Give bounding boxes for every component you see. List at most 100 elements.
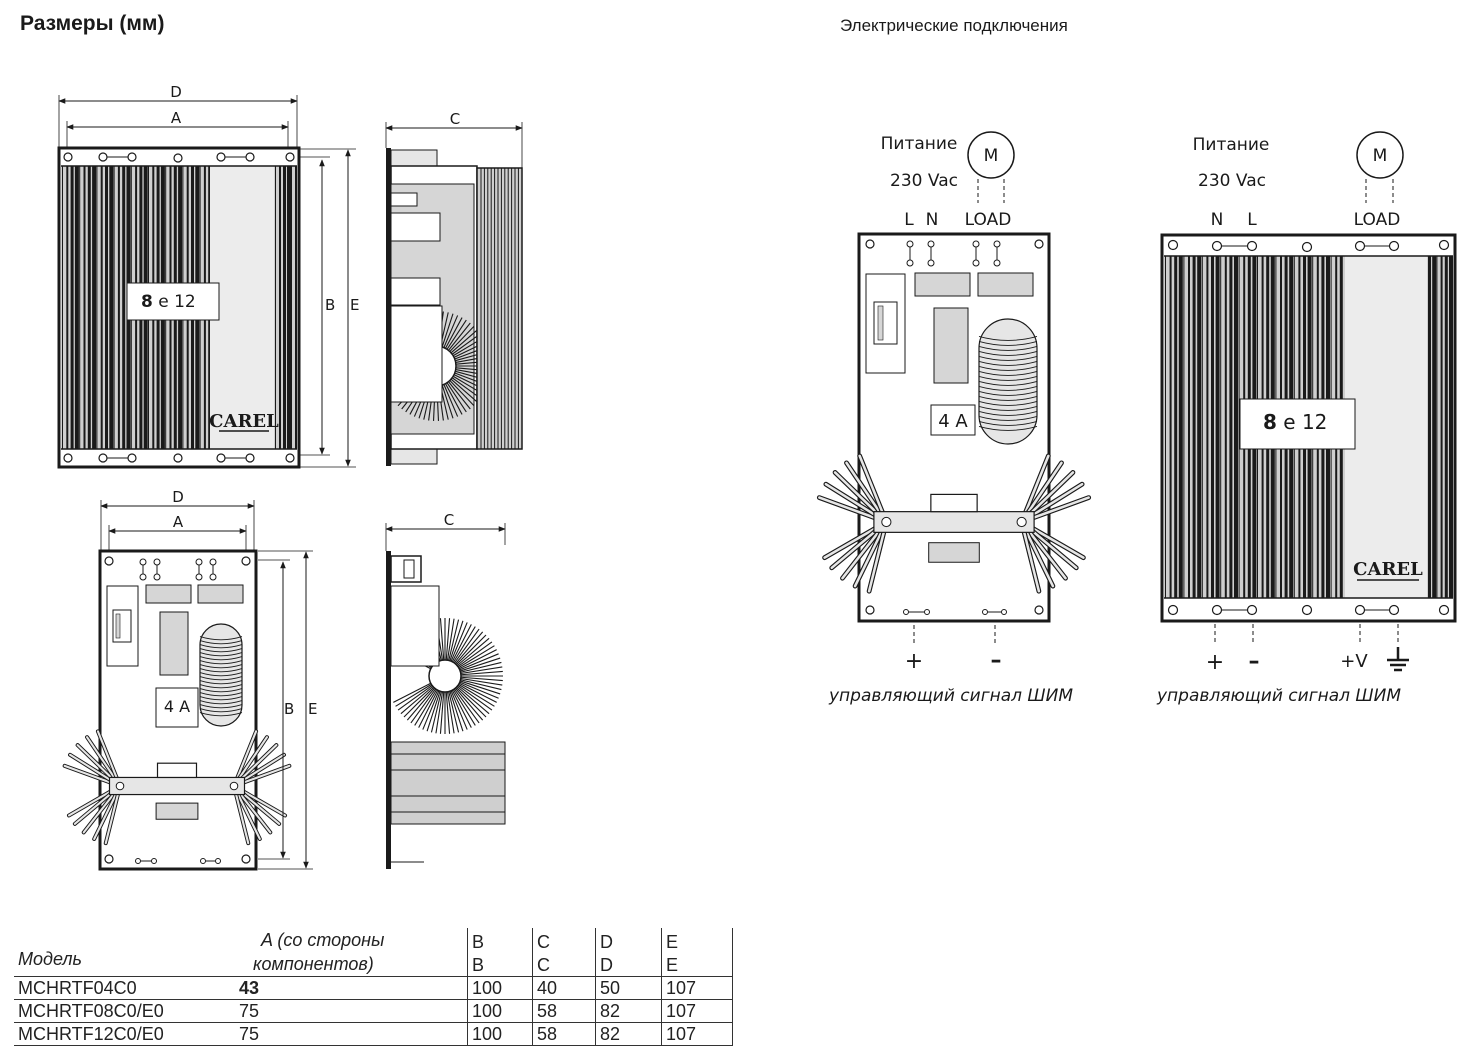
cell-c: 40 [532,976,596,1000]
coil-winding [199,672,243,677]
coil-winding [199,680,243,685]
heatsink-fin [283,166,286,449]
toroid-winding [448,322,471,351]
toroid-winding [450,378,478,403]
heatsink-fin [1188,256,1190,598]
terminal-l: L [904,210,914,230]
coil-winding [199,696,243,701]
heatsink-fin [113,166,115,449]
col-a-header-line2: компонентов) [253,954,374,974]
coil-winding [978,370,1038,376]
toroid-winding [450,690,468,730]
coil-winding [199,660,243,665]
toroid-winding [449,691,464,732]
section-title-electrical: Электрические подключения [840,16,1068,35]
toroid-winding [445,618,451,661]
signal-caption-2: управляющий сигнал ШИМ [1156,686,1401,706]
toroid-winding [453,628,480,664]
coil-winding [978,400,1038,406]
toroid-winding [459,682,497,703]
col-d-header: D [595,928,662,954]
front-view-small: D A 4 A B [62,488,317,871]
coil-winding [199,708,243,713]
col-model-header: Модель [18,949,82,969]
toroid-winding [460,676,503,682]
toroid-winding [448,619,460,661]
signal-caption: управляющий сигнал ШИМ [828,686,1073,706]
toroid-winding [454,631,484,665]
heatsink-fin [1211,256,1214,598]
dim-label-b-small: B [284,700,294,718]
heatsink-fin [295,166,297,449]
heatsink-fin [104,784,122,845]
coil-winding [978,410,1038,416]
toroid-winding [444,383,463,415]
cell-e: 107 [661,976,733,1000]
heatsink-fin [109,166,114,449]
heatsink-fin [1224,256,1227,598]
toroid-winding [451,377,481,399]
dim-label-d-small: D [172,488,184,506]
coil-body [199,623,243,727]
toroid-winding [459,653,499,671]
cell-model: MCHRTF04C0 [14,976,227,1000]
coil-winding [978,345,1038,351]
toroid-winding [446,382,467,413]
carel-logo-2: CAREL [1353,559,1423,580]
heatsink-fin [275,166,276,449]
coil-winding [978,390,1038,396]
col-b-header: B [467,928,533,954]
heatsink-fin [122,166,126,449]
toroid-winding [453,688,480,724]
wiring-diagram-8-12: Питание 230 Vac M N L LOAD 8 e 12 CAREL [1156,131,1457,706]
toroid-winding [454,687,484,721]
wiring-diagram-4a: Питание 230 Vac M L N LOAD 4 [816,131,1092,706]
terminal-l-2: L [1247,210,1257,230]
toroid-winding [441,384,454,419]
heatsink-notch [156,762,198,779]
toroid-winding [435,691,444,734]
heatsink-fin [1440,256,1443,598]
col-e-subheader: E [661,953,733,977]
coil-winding [199,700,243,705]
mount-hole [881,516,892,528]
heatsink-fin [1206,256,1209,598]
heatsink-fin [1020,454,1050,524]
toroid-winding [448,691,460,733]
toroid-winding [455,686,487,718]
toroid-winding [445,691,451,734]
coil-winding [978,350,1038,356]
terminal-n-2: N [1211,210,1224,230]
toroid-winding [460,661,502,673]
signal-plus-2: + [1206,650,1224,675]
heatsink-fin [74,166,79,449]
motor-symbol-2 [1356,131,1404,179]
cell-c: 58 [532,999,596,1023]
cell-b: 100 [467,1022,533,1046]
coil-winding [978,340,1038,346]
table-row: MCHRTF08C0/E0 75 100 58 82 107 [14,999,733,1023]
coil-winding [199,712,243,717]
heatsink-notch [930,493,978,513]
dim-label-c-small: C [444,511,454,529]
signal-minus: – [991,648,1002,673]
dim-label-a: A [171,109,182,127]
heatsink-fin [96,166,98,449]
coil-winding [199,648,243,653]
toroid-winding [451,333,481,355]
signal-minus-2: – [1249,649,1260,674]
coil-winding [978,360,1038,366]
toroid-winding [459,649,497,670]
mount-hole [229,781,239,791]
toroid-winding [439,691,445,734]
toroid-winding [460,677,503,686]
coil-winding [978,415,1038,421]
dim-label-e-small: E [308,700,317,718]
heatsink-fin [858,454,888,524]
heatsink-fin [1229,256,1233,598]
heatsink-fin [1428,256,1431,598]
toroid-winding [446,618,455,661]
heatsink-fin [1220,256,1222,598]
heatsink-fin [1436,256,1438,598]
